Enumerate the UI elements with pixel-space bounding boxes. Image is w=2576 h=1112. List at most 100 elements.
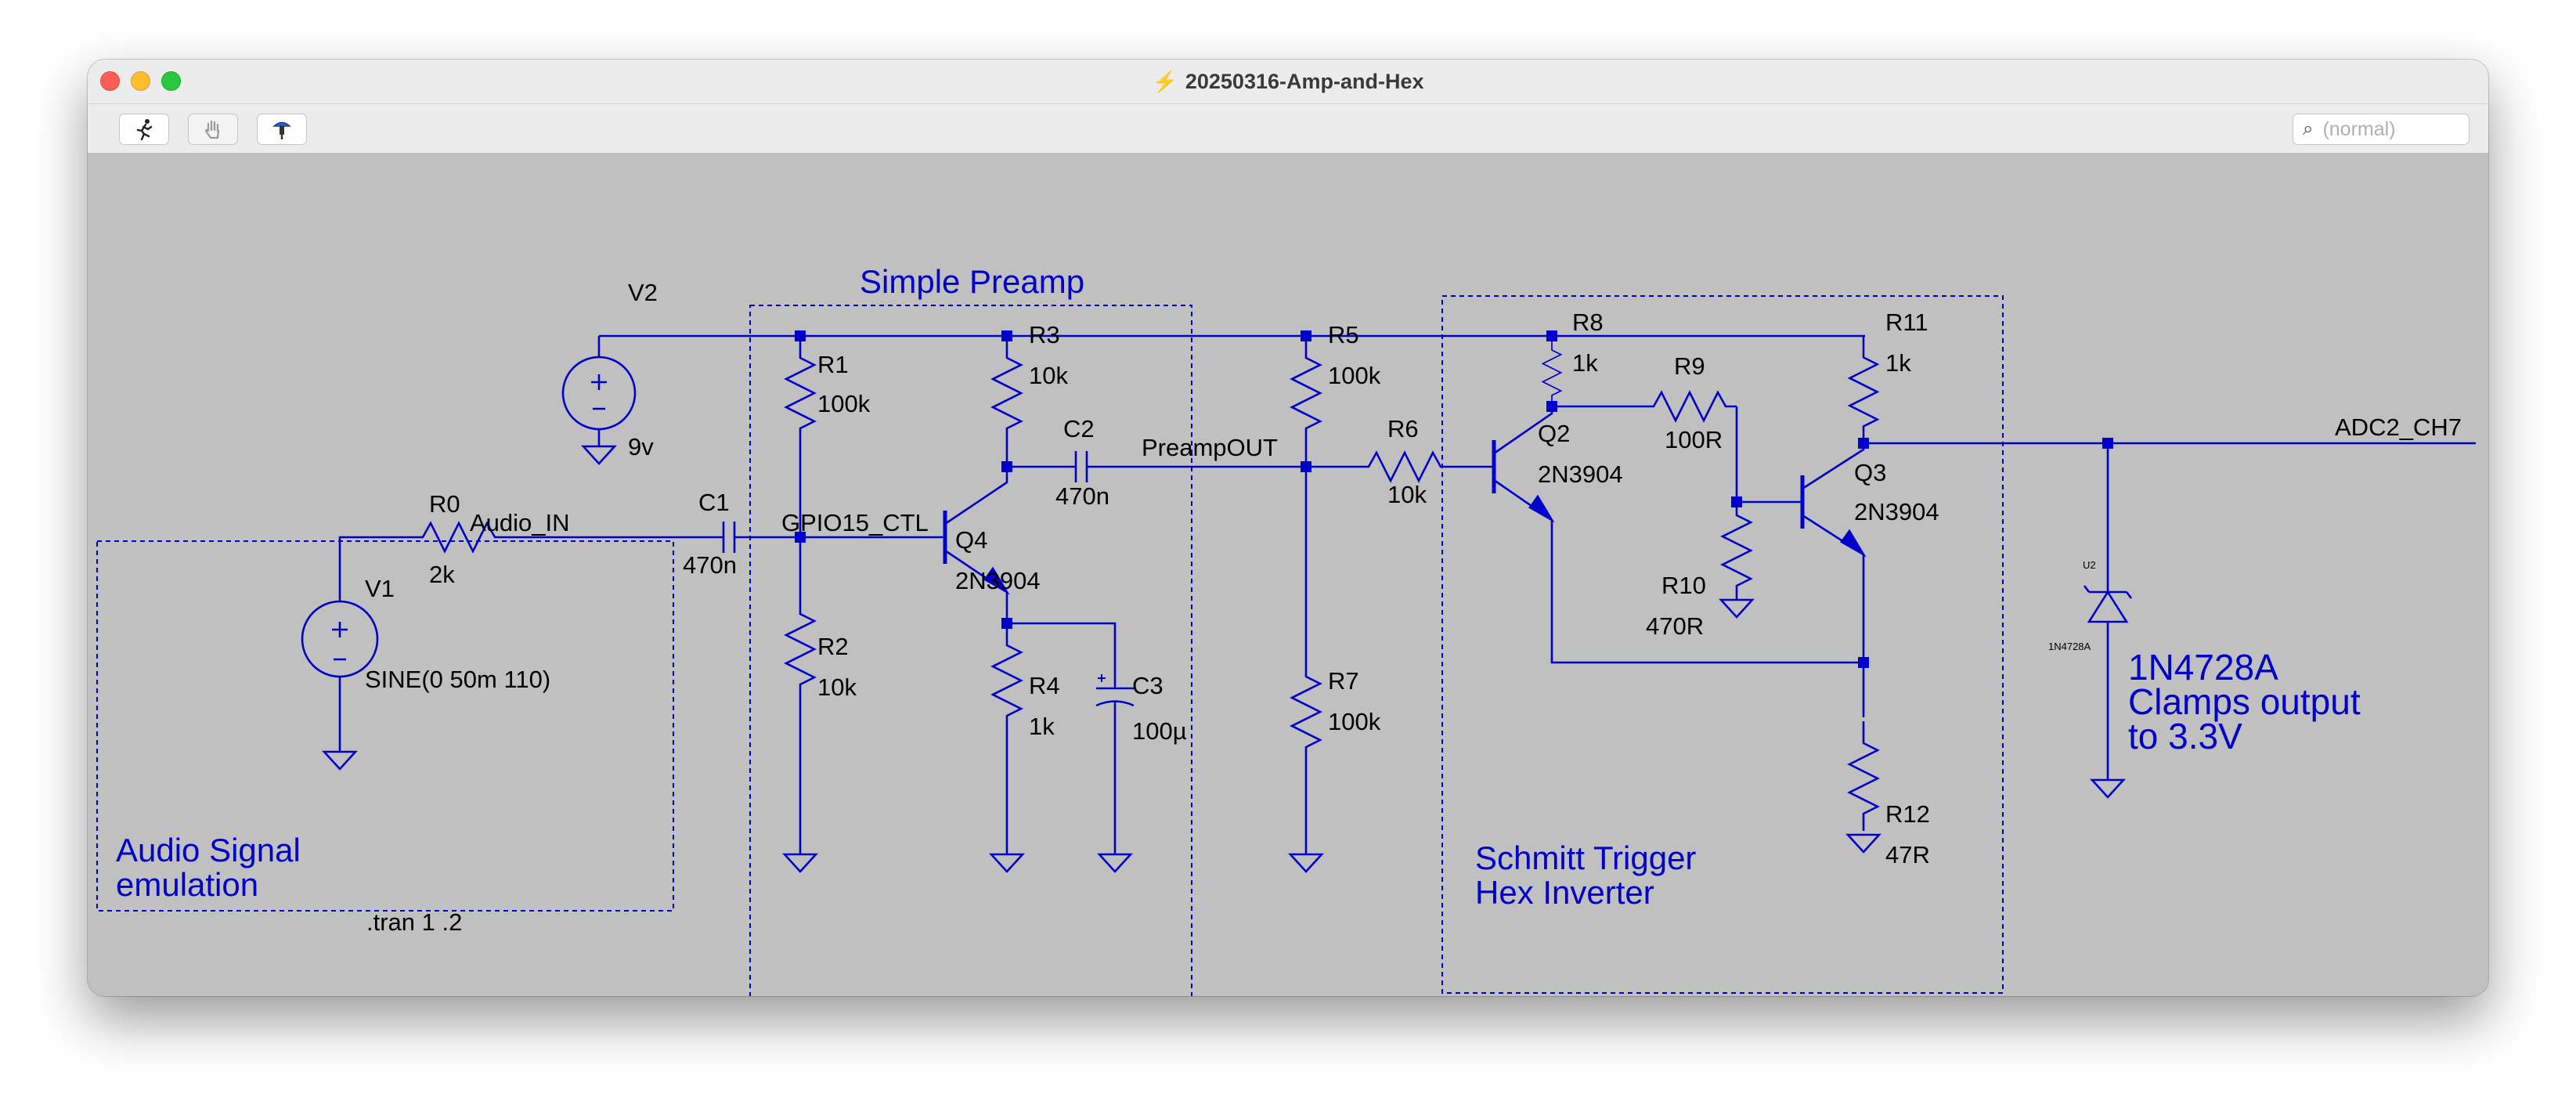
q2-ref-label: Q2 — [1538, 420, 1570, 447]
r12-value-label: 47R — [1885, 841, 1930, 868]
close-window-button[interactable] — [100, 71, 120, 91]
hand-icon — [205, 120, 220, 139]
r7-value-label: 100k — [1328, 708, 1381, 735]
q4-value-label: 2N3904 — [955, 567, 1041, 594]
ground-r7-icon — [1289, 853, 1323, 873]
net-audio-in: Audio_IN — [470, 509, 570, 536]
r11-resistor[interactable] — [1849, 334, 1878, 445]
audio-emulation-box — [96, 540, 674, 912]
r7-resistor[interactable] — [1290, 653, 1322, 766]
c2-value-label: 470n — [1055, 482, 1109, 510]
search-input[interactable] — [2321, 117, 2450, 142]
q2-transistor[interactable] — [1492, 406, 1555, 523]
net-preamp-out: PreampOUT — [1142, 434, 1278, 461]
preamp-box — [749, 305, 1192, 996]
r11-value-label: 1k — [1885, 349, 1911, 377]
preamp-box-title: Simple Preamp — [860, 263, 1084, 300]
probe-button[interactable] — [257, 114, 307, 145]
app-window: ⚡ 20250316-Amp-and-Hex ⌕ — [88, 60, 2488, 996]
halt-button[interactable] — [188, 114, 238, 145]
net-adc2-ch7: ADC2_CH7 — [2335, 413, 2462, 441]
c3-capacitor[interactable] — [1095, 674, 1135, 707]
r9-ref-label: R9 — [1674, 352, 1705, 380]
ground-c3-icon — [1098, 853, 1132, 873]
r1-value-label: 100k — [817, 390, 871, 417]
zener-note-line2: Clamps output — [2128, 681, 2361, 722]
ground-v1-icon — [323, 750, 357, 771]
ground-r10-icon — [1719, 598, 1754, 619]
q4-ref-label: Q4 — [955, 526, 987, 554]
running-man-icon — [136, 119, 153, 141]
zener-note-line1: 1N4728A — [2128, 647, 2278, 688]
title-bar: ⚡ 20250316-Amp-and-Hex — [88, 60, 2488, 104]
v1-ref-label: V1 — [365, 575, 395, 602]
probe-icon — [272, 121, 291, 139]
u2-zener-diode[interactable] — [2083, 585, 2133, 623]
r8-resistor[interactable] — [1542, 334, 1562, 408]
q3-value-label: 2N3904 — [1854, 498, 1939, 525]
lightning-run-icon: ⚡ — [1152, 69, 1178, 93]
r5-resistor[interactable] — [1290, 334, 1322, 447]
c3-ref-label: C3 — [1132, 672, 1164, 699]
schematic-canvas[interactable]: V2 9v R1 100k R2 10k R3 10k R4 1k C3 100… — [88, 153, 2488, 996]
zener-note-line3: to 3.3V — [2128, 716, 2242, 756]
ground-r2-icon — [783, 853, 817, 873]
search-box[interactable]: ⌕ — [2293, 114, 2470, 145]
audio-box-label-line2: emulation — [116, 866, 258, 903]
r0-ref-label: R0 — [429, 490, 460, 518]
net-gpio15-ctl: GPIO15_CTL — [781, 509, 929, 536]
r11-ref-label: R11 — [1885, 309, 1928, 336]
r2-resistor[interactable] — [785, 590, 816, 703]
u2-ref-label: U2 — [2083, 559, 2096, 571]
c2-capacitor[interactable] — [1074, 451, 1088, 482]
c1-ref-label: C1 — [698, 489, 730, 516]
v2-source[interactable] — [561, 356, 637, 465]
junction-dots — [795, 330, 2113, 668]
c2-ref-label: C2 — [1063, 415, 1095, 442]
r1-resistor[interactable] — [785, 334, 816, 447]
r2-value-label: 10k — [817, 673, 857, 701]
schmitt-trigger-box — [1441, 295, 2004, 994]
v1-value-label: SINE(0 50m 110) — [365, 666, 550, 693]
zoom-window-button[interactable] — [161, 71, 181, 91]
r12-resistor[interactable] — [1848, 720, 1879, 832]
u2-value-label: 1N4728A — [2048, 641, 2091, 652]
r2-ref-label: R2 — [817, 633, 849, 660]
window-title-area: ⚡ 20250316-Amp-and-Hex — [88, 60, 2488, 103]
r9-resistor[interactable] — [1643, 390, 1737, 423]
minimize-window-button[interactable] — [131, 71, 150, 91]
r10-resistor[interactable] — [1720, 502, 1753, 600]
window-title: 20250316-Amp-and-Hex — [1185, 69, 1424, 93]
r5-ref-label: R5 — [1328, 321, 1359, 348]
r3-value-label: 10k — [1029, 362, 1068, 389]
r9-value-label: 100R — [1665, 426, 1723, 453]
window-controls — [100, 71, 181, 91]
r0-resistor[interactable] — [410, 521, 511, 554]
r6-resistor[interactable] — [1358, 450, 1452, 483]
r3-resistor[interactable] — [991, 334, 1023, 447]
run-button[interactable] — [119, 114, 169, 145]
ground-r4-icon — [990, 853, 1024, 873]
toolbar: ⌕ — [88, 104, 2488, 153]
r4-value-label: 1k — [1029, 713, 1055, 740]
c1-capacitor[interactable] — [714, 522, 800, 553]
r1-ref-label: R1 — [817, 351, 849, 378]
schmitt-box-label-line2: Hex Inverter — [1475, 874, 1654, 911]
r8-ref-label: R8 — [1572, 309, 1604, 336]
r10-ref-label: R10 — [1661, 572, 1706, 599]
r7-ref-label: R7 — [1328, 667, 1359, 695]
q3-ref-label: Q3 — [1854, 459, 1886, 486]
q2-value-label: 2N3904 — [1538, 460, 1623, 488]
audio-box-label-line1: Audio Signal — [116, 832, 301, 868]
r4-ref-label: R4 — [1029, 672, 1060, 699]
r6-ref-label: R6 — [1387, 415, 1419, 442]
r0-value-label: 2k — [429, 561, 455, 588]
ground-r12-icon — [1846, 833, 1881, 854]
search-icon: ⌕ — [2303, 118, 2314, 139]
r4-resistor[interactable] — [991, 622, 1023, 735]
schmitt-box-label-line1: Schmitt Trigger — [1475, 839, 1696, 876]
v2-value-label: 9v — [628, 433, 654, 460]
tran-directive: .tran 1 .2 — [366, 908, 462, 936]
v2-ref-label: V2 — [628, 279, 658, 306]
r8-value-label: 1k — [1572, 349, 1598, 377]
